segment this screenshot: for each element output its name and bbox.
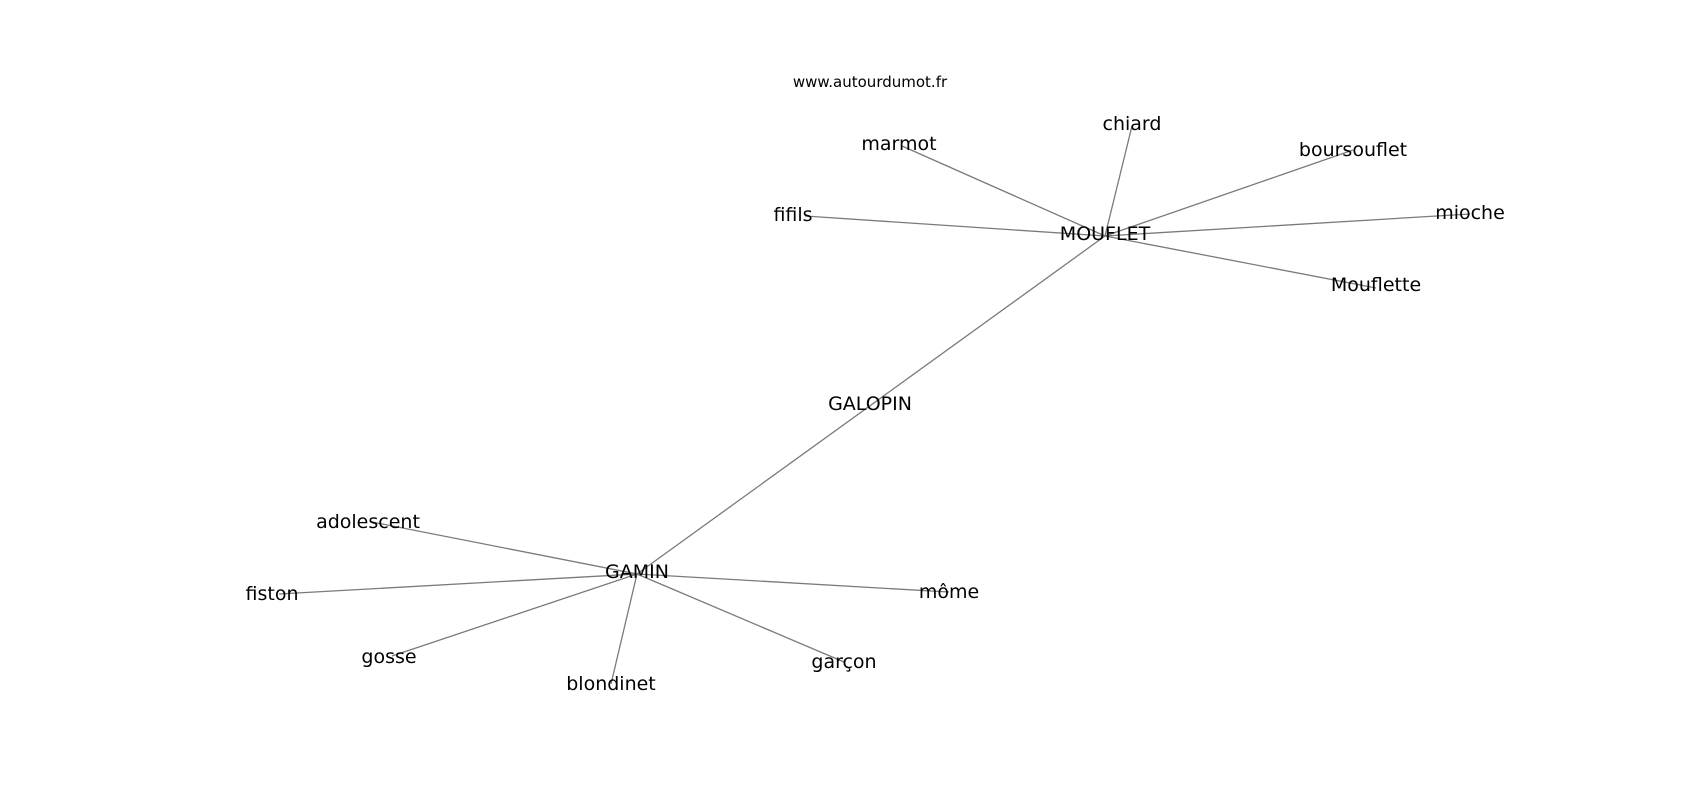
node-label-fifils[interactable]: fifils	[773, 204, 812, 226]
edge-gamin-fiston	[278, 573, 638, 595]
node-label-mouflette[interactable]: Mouflette	[1331, 274, 1421, 296]
edge-mouflet-marmot	[901, 145, 1106, 237]
node-label-fiston[interactable]: fiston	[246, 583, 299, 605]
node-label-mioche[interactable]: mioche	[1435, 202, 1505, 224]
node-label-galopin[interactable]: GALOPIN	[828, 393, 912, 415]
node-label-blondinet[interactable]: blondinet	[566, 673, 656, 695]
node-label-adolescent[interactable]: adolescent	[316, 511, 420, 533]
edge-gamin-gosse	[391, 573, 638, 657]
edge-gamin-garcon	[636, 573, 845, 663]
edge-gamin-blondinet	[610, 573, 638, 685]
node-label-marmot[interactable]: marmot	[861, 133, 936, 155]
node-label-mouflet[interactable]: MOUFLET	[1060, 223, 1151, 245]
node-label-gosse[interactable]: gosse	[361, 646, 416, 668]
nodes-layer: MOUFLET GALOPIN GAMIN chiard marmot boursoufl…	[246, 113, 1505, 695]
node-label-chiard[interactable]: chiard	[1103, 113, 1162, 135]
edge-mouflet-fifils	[804, 215, 1106, 237]
node-label-garcon[interactable]: garçon	[811, 651, 876, 673]
edge-gamin-mome	[636, 573, 950, 593]
site-watermark: www.autourdumot.fr	[793, 73, 948, 91]
node-label-mome[interactable]: môme	[919, 581, 979, 603]
edge-gamin-adolescent	[371, 521, 638, 575]
edge-mouflet-mouflette	[1104, 235, 1377, 289]
edge-mouflet-gamin	[636, 235, 1106, 575]
node-label-boursouflet[interactable]: boursouflet	[1299, 139, 1407, 161]
edge-mouflet-boursouflet	[1104, 149, 1354, 237]
node-label-gamin[interactable]: GAMIN	[605, 561, 669, 583]
edge-mouflet-mioche	[1104, 213, 1471, 237]
edge-mouflet-chiard	[1104, 125, 1133, 237]
edges-layer	[278, 125, 1471, 685]
